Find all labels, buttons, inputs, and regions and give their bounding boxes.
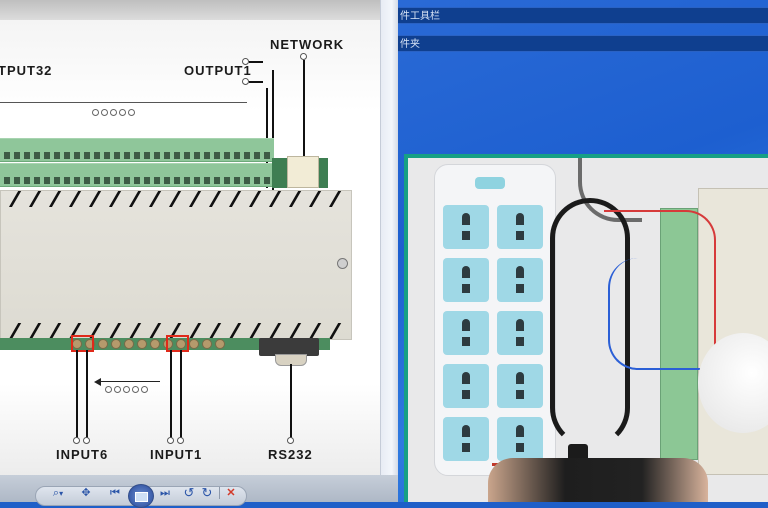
next-icon: ⏭ [160, 487, 170, 499]
label-output32: TPUT32 [0, 63, 53, 78]
output-span-line [0, 102, 247, 103]
outlet [497, 417, 543, 461]
rotate-clockwise-button[interactable]: ↻ [200, 485, 214, 501]
input1-leader-a [170, 350, 172, 438]
outlet [443, 258, 489, 302]
outlet [497, 205, 543, 249]
input6-leader-b [86, 350, 88, 438]
outlet [443, 364, 489, 408]
top-vents [1, 191, 351, 207]
photo-viewer-window: NETWORK TPUT32 OUTPUT1 [0, 0, 399, 508]
input6-highlight-box [71, 335, 94, 352]
label-output1: OUTPUT1 [184, 63, 252, 78]
rotate-clockwise-icon: ↻ [201, 485, 213, 500]
toolbar-strip-label: 件夹 [400, 39, 420, 50]
camera-video-window [404, 154, 768, 502]
slideshow-icon [135, 492, 148, 502]
power-strip [434, 164, 556, 476]
input-continuation-dots [105, 386, 148, 393]
output1-leader-b-h [249, 81, 263, 83]
desktop-toolbar-strip-2[interactable]: 件夹 [398, 35, 768, 52]
hand-holding-adapter [488, 458, 708, 502]
chevron-down-icon: ▾ [59, 489, 64, 498]
power-strip-switch [475, 177, 505, 189]
label-input6: INPUT6 [56, 447, 109, 462]
blue-wire [608, 258, 710, 370]
input-direction-line [98, 381, 160, 382]
rotate-counterclockwise-icon: ↺ [183, 485, 195, 500]
magnifier-icon: ⌕ [52, 487, 60, 499]
input1-highlight-box [166, 335, 189, 352]
outlet [443, 417, 489, 461]
actual-size-icon: ✥ [81, 487, 91, 499]
label-network: NETWORK [270, 37, 345, 52]
outlet [497, 258, 543, 302]
previous-icon: ⏮ [110, 487, 120, 499]
previous-button[interactable]: ⏮ [106, 485, 124, 501]
input1-leader-b [180, 350, 182, 438]
network-pin [300, 53, 307, 60]
output-terminal-row-top [0, 138, 274, 162]
desktop-toolbar-strip-1[interactable]: 件工具栏 [398, 7, 768, 24]
input6-pin-a [73, 437, 80, 444]
input6-pin-b [83, 437, 90, 444]
output1-leader-a-h [249, 61, 263, 63]
next-button[interactable]: ⏭ [156, 485, 174, 501]
rs232-pin [287, 437, 294, 444]
outlet [443, 311, 489, 355]
viewer-title-bar [0, 0, 380, 20]
rj45-network-port [287, 156, 319, 188]
input-terminal-row [72, 339, 225, 349]
outlet [497, 311, 543, 355]
toolbar-divider [219, 487, 220, 499]
actual-size-button[interactable]: ✥ [78, 485, 94, 501]
image-canvas: NETWORK TPUT32 OUTPUT1 [0, 20, 380, 475]
red-wire [604, 210, 716, 372]
zoom-button[interactable]: ⌕▾ [48, 485, 68, 501]
label-input1: INPUT1 [150, 447, 203, 462]
slideshow-button[interactable] [128, 484, 154, 508]
rotate-counterclockwise-button[interactable]: ↺ [182, 485, 196, 501]
rs232-db9-connector [259, 338, 319, 356]
light-bulb [698, 333, 768, 433]
delete-button[interactable]: ✕ [224, 485, 238, 501]
rs232-leader [290, 364, 292, 438]
black-power-cable [550, 198, 630, 448]
input6-leader-a [76, 350, 78, 438]
left-arrow-icon [94, 378, 101, 386]
toolbar-strip-label: 件工具栏 [400, 11, 440, 22]
label-rs232: RS232 [268, 447, 313, 462]
delete-icon: ✕ [226, 487, 236, 499]
outlet [443, 205, 489, 249]
output-continuation-dots [92, 109, 135, 116]
controller-housing [0, 190, 352, 340]
output1-pin-a [242, 58, 249, 65]
output-terminal-row-bottom [0, 163, 279, 187]
input1-pin-b [177, 437, 184, 444]
network-leader-line [303, 60, 305, 182]
input1-pin-a [167, 437, 174, 444]
output1-pin-b [242, 78, 249, 85]
housing-screw [337, 258, 348, 269]
viewer-side-panel [380, 0, 399, 502]
outlet [497, 364, 543, 408]
